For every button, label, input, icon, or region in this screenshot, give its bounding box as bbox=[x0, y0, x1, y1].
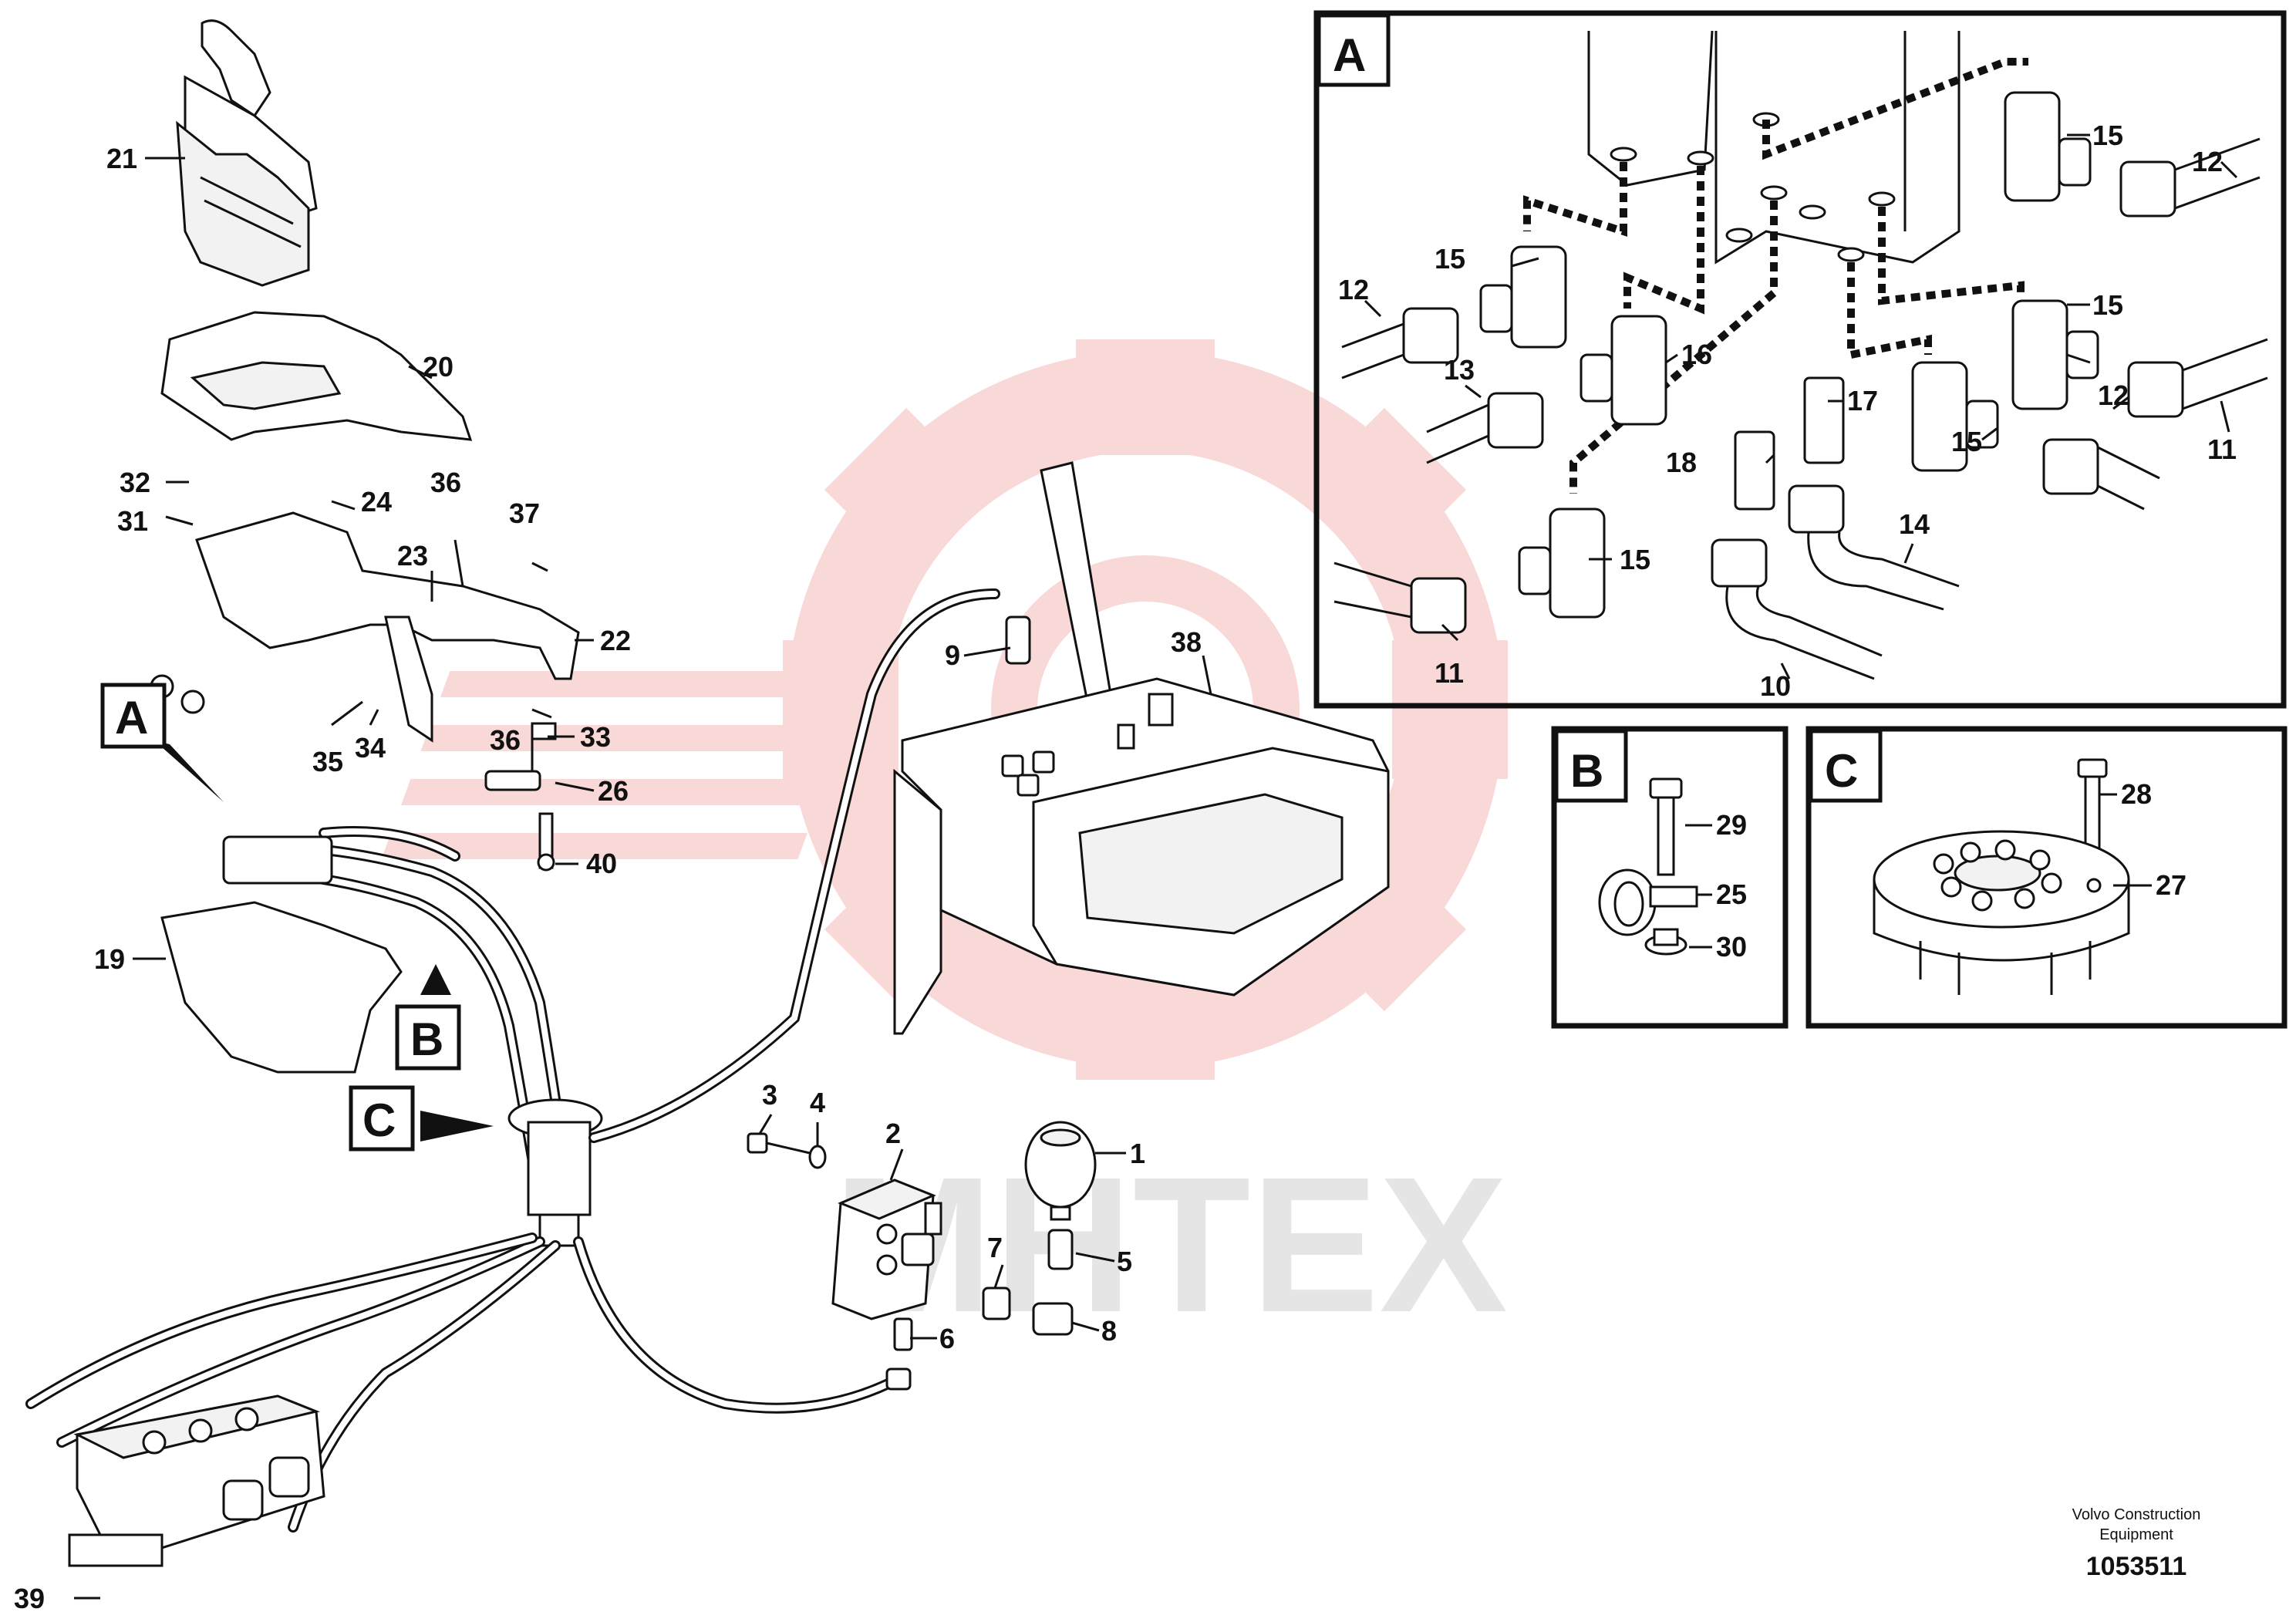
callout-labels: 1 2 3 4 5 6 7 8 9 10 11 11 12 12 12 13 1… bbox=[14, 120, 2237, 1614]
detail-b-artwork bbox=[1598, 777, 1698, 956]
callout-6: 6 bbox=[939, 1323, 955, 1354]
callout-15b: 15 bbox=[2092, 120, 2123, 151]
callout-11b: 11 bbox=[2207, 433, 2237, 465]
fittings bbox=[885, 615, 1074, 1391]
detail-c-artwork bbox=[1873, 758, 2130, 995]
callout-26: 26 bbox=[598, 775, 629, 807]
leader-lines bbox=[74, 133, 2238, 1600]
part-joystick bbox=[176, 19, 318, 287]
callout-23: 23 bbox=[397, 540, 428, 572]
callout-31: 31 bbox=[117, 505, 148, 537]
callout-1: 1 bbox=[1130, 1138, 1145, 1169]
callout-15d: 15 bbox=[1951, 426, 1982, 457]
callout-25: 25 bbox=[1716, 878, 1747, 910]
callout-24: 24 bbox=[361, 486, 392, 518]
brand-line-2: Equipment bbox=[2099, 1526, 2173, 1543]
reference-letter-a: A bbox=[115, 692, 148, 744]
callout-29: 29 bbox=[1716, 809, 1747, 841]
callout-39: 39 bbox=[14, 1583, 45, 1614]
callout-3: 3 bbox=[762, 1079, 777, 1111]
callout-22: 22 bbox=[600, 625, 631, 656]
hoses-long bbox=[25, 588, 1000, 1533]
part-bolt-3 bbox=[747, 1132, 827, 1169]
callout-5: 5 bbox=[1117, 1246, 1132, 1277]
detail-letter-c: C bbox=[1825, 745, 1858, 797]
callout-7: 7 bbox=[987, 1232, 1003, 1263]
reference-letter-c: C bbox=[362, 1094, 396, 1146]
callout-28: 28 bbox=[2121, 778, 2152, 810]
callout-36a: 36 bbox=[430, 467, 461, 498]
part-connection-plate bbox=[507, 1098, 603, 1247]
brand-line-1: Volvo Construction bbox=[2072, 1506, 2201, 1523]
part-plate-19 bbox=[160, 901, 403, 1074]
detail-box-a: A bbox=[1313, 10, 2287, 709]
drawing-number: 1053511 bbox=[2086, 1552, 2187, 1581]
callout-15e: 15 bbox=[1620, 544, 1650, 575]
callout-13: 13 bbox=[1444, 354, 1475, 386]
reference-letter-b: B bbox=[410, 1013, 443, 1065]
part-tank bbox=[893, 461, 1390, 1035]
callout-20: 20 bbox=[423, 351, 453, 383]
callout-15a: 15 bbox=[1435, 243, 1465, 275]
callout-30: 30 bbox=[1716, 931, 1747, 963]
callout-33: 33 bbox=[580, 721, 611, 753]
detail-letter-b: B bbox=[1570, 745, 1603, 797]
callout-38: 38 bbox=[1171, 626, 1202, 658]
callout-8: 8 bbox=[1101, 1315, 1117, 1347]
part-control-valve bbox=[68, 1394, 325, 1567]
callout-12b: 12 bbox=[2192, 146, 2223, 177]
detail-references: A B C bbox=[100, 683, 461, 1152]
main-assembly bbox=[25, 19, 1390, 1567]
callout-17: 17 bbox=[1847, 385, 1878, 416]
callout-21: 21 bbox=[106, 143, 137, 174]
callout-18: 18 bbox=[1666, 447, 1697, 478]
callout-10: 10 bbox=[1760, 670, 1791, 702]
detail-a-artwork bbox=[1333, 30, 2268, 680]
callout-2: 2 bbox=[885, 1118, 901, 1149]
callout-40: 40 bbox=[586, 848, 617, 879]
callout-32: 32 bbox=[120, 467, 150, 498]
part-cover-20 bbox=[160, 311, 473, 441]
callout-14: 14 bbox=[1899, 508, 1930, 540]
part-bracket-22 bbox=[150, 511, 580, 872]
callout-34: 34 bbox=[355, 732, 386, 764]
callout-36b: 36 bbox=[490, 724, 521, 756]
detail-letter-a: A bbox=[1333, 29, 1366, 81]
callout-4: 4 bbox=[810, 1087, 825, 1118]
part-accumulator bbox=[1024, 1121, 1097, 1221]
detail-box-c: C bbox=[1805, 726, 2288, 1029]
watermark-text: MHTEX bbox=[833, 1137, 1508, 1352]
callout-35: 35 bbox=[312, 746, 343, 777]
part-block-2 bbox=[831, 1179, 942, 1320]
callout-27: 27 bbox=[2156, 869, 2186, 901]
callout-9: 9 bbox=[945, 639, 960, 671]
detail-box-b: B bbox=[1551, 726, 1789, 1029]
callout-11a: 11 bbox=[1435, 657, 1464, 689]
callout-12c: 12 bbox=[2098, 379, 2129, 411]
callout-37: 37 bbox=[509, 497, 540, 529]
callout-12a: 12 bbox=[1338, 274, 1369, 305]
footer: Volvo Construction Equipment 1053511 bbox=[2072, 1506, 2201, 1581]
callout-15c: 15 bbox=[2092, 289, 2123, 321]
callout-19: 19 bbox=[94, 943, 125, 975]
callout-16: 16 bbox=[1681, 339, 1712, 370]
